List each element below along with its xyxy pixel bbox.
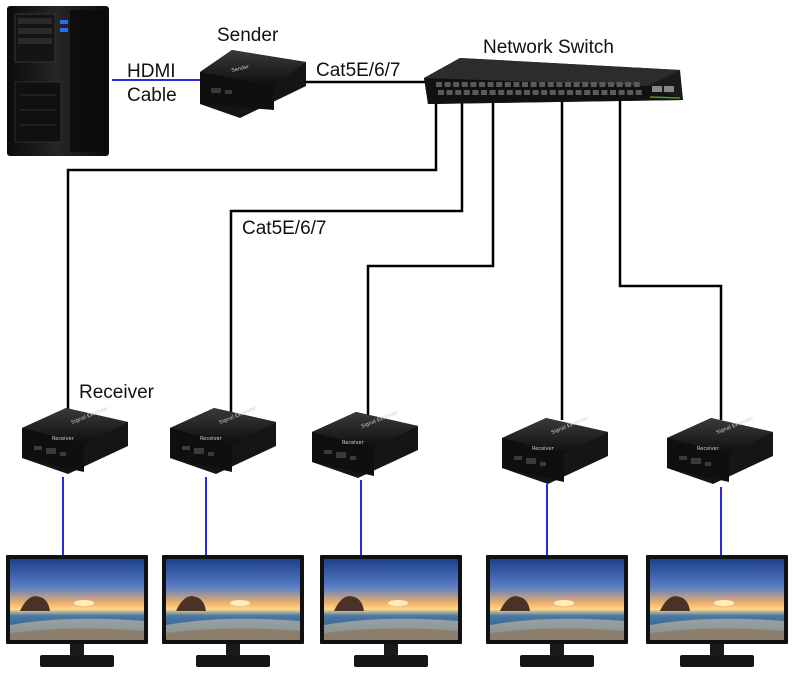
switch-ports	[436, 82, 642, 95]
hdmi-cable-label-line2: Cable	[127, 85, 177, 106]
network-switch-label: Network Switch	[483, 37, 614, 58]
network-switch-icon	[424, 58, 683, 104]
receiver-side-text: Receiver	[532, 446, 555, 452]
monitor-icon	[646, 555, 788, 667]
receiver-label: Receiver	[79, 382, 155, 403]
hdmi-cable-label-line1: HDMI	[127, 61, 176, 82]
desktop-tower-icon	[7, 6, 109, 156]
cat-cable-to-receiver-1	[66, 100, 438, 412]
receiver-side-text: Receiver	[200, 436, 223, 442]
monitors	[6, 555, 788, 667]
receiver-side-text: Receiver	[52, 436, 75, 442]
monitor-icon	[320, 555, 462, 667]
sender-box-text: Sender	[231, 64, 251, 74]
cat-cable-label-top: Cat5E/6/7	[316, 60, 401, 81]
sender-label: Sender	[217, 25, 279, 46]
cat-cable-label-middle: Cat5E/6/7	[242, 218, 327, 239]
cat-cable-to-receiver-2	[229, 100, 464, 412]
monitor-icon	[6, 555, 148, 667]
connections	[62, 79, 723, 557]
sender-box-icon: Sender	[200, 50, 306, 118]
receiver-side-text: Receiver	[697, 446, 720, 452]
monitor-icon	[486, 555, 628, 667]
cat-cable-to-receiver-5	[618, 100, 723, 420]
monitor-icon	[162, 555, 304, 667]
receiver-side-text: Receiver	[342, 440, 365, 446]
cat-cable-to-receiver-3	[366, 100, 495, 422]
